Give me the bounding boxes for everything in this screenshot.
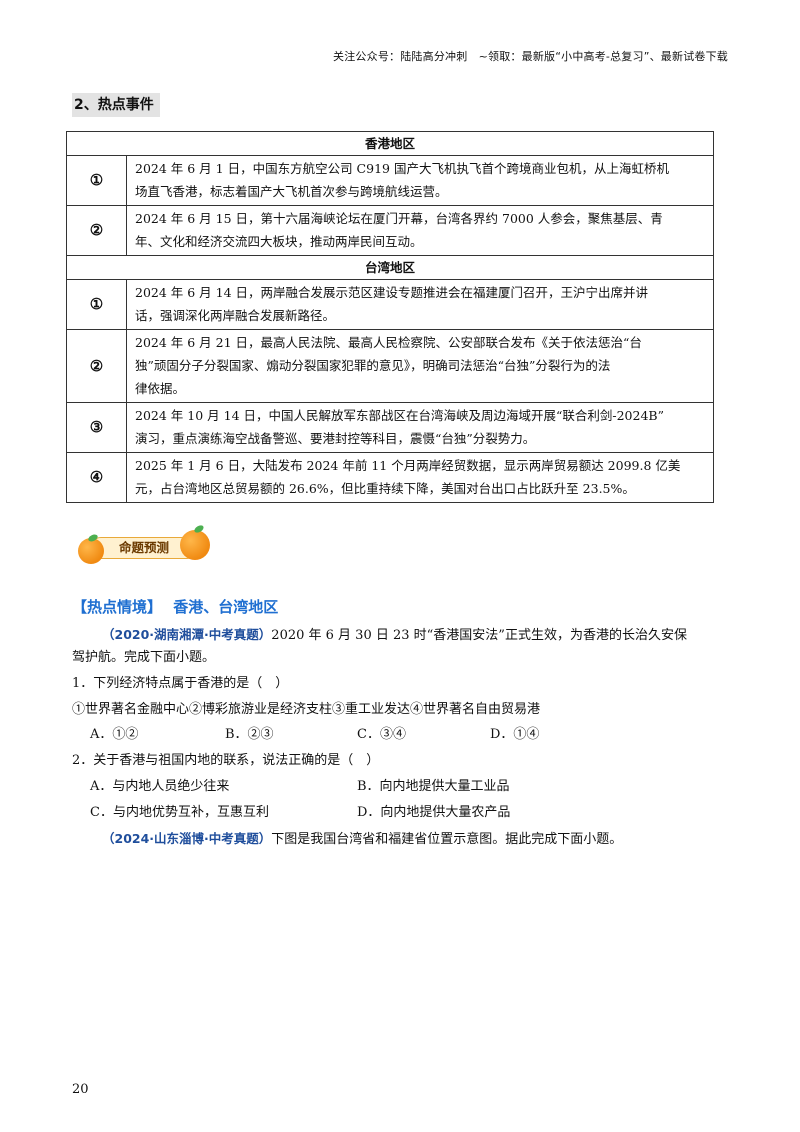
event-text: 2025 年 1 月 6 日，大陆发布 2024 年前 11 个月两岸经贸数据，… xyxy=(126,452,714,503)
event-number: ② xyxy=(66,329,127,403)
event-line: 年、文化和经济交流四大板块，推动两岸民间互动。 xyxy=(135,234,423,249)
hotspot-title: 【热点情境】 香港、台湾地区 xyxy=(72,596,278,617)
q1-option-a[interactable]: A．①② xyxy=(90,727,139,742)
event-text: 2024 年 10 月 14 日，中国人民解放军东部战区在台湾海峡及周边海域开展… xyxy=(126,402,714,453)
event-line: 2024 年 10 月 14 日，中国人民解放军东部战区在台湾海峡及周边海域开展… xyxy=(135,408,664,423)
question-intro-cont: 驾护航。完成下面小题。 xyxy=(72,650,216,665)
event-line: 律依据。 xyxy=(135,381,186,396)
event-text: 2024 年 6 月 14 日，两岸融合发展示范区建设专题推进会在福建厦门召开，… xyxy=(126,279,714,330)
section-title: 2、热点事件 xyxy=(72,93,160,117)
hotspot-bracket-title: 【热点情境】 xyxy=(72,598,163,616)
question-intro: （2020·湖南湘潭·中考真题）2020 年 6 月 30 日 23 时“香港国… xyxy=(72,625,732,646)
orange-icon xyxy=(180,530,210,560)
event-line: 2024 年 6 月 15 日，第十六届海峡论坛在厦门开幕，台湾各界约 7000… xyxy=(135,211,663,226)
question-2-stem: 2．关于香港与祖国内地的联系，说法正确的是（ ） xyxy=(72,753,380,768)
q1-option-d[interactable]: D．①④ xyxy=(490,727,540,742)
table-row: ④ 2025 年 1 月 6 日，大陆发布 2024 年前 11 个月两岸经贸数… xyxy=(66,452,714,503)
q2-option-c[interactable]: C．与内地优势互补，互惠互利 xyxy=(90,805,269,820)
event-text: 2024 年 6 月 21 日，最高人民法院、最高人民检察院、公安部联合发布《关… xyxy=(126,329,714,403)
event-text: 2024 年 6 月 15 日，第十六届海峡论坛在厦门开幕，台湾各界约 7000… xyxy=(126,205,714,256)
badge-label: 命题预测 xyxy=(118,540,169,555)
event-line: 2025 年 1 月 6 日，大陆发布 2024 年前 11 个月两岸经贸数据，… xyxy=(135,458,681,473)
question-1-statement: ①世界著名金融中心②博彩旅游业是经济支柱③重工业发达④世界著名自由贸易港 xyxy=(72,702,541,717)
event-line: 2024 年 6 月 21 日，最高人民法院、最高人民检察院、公安部联合发布《关… xyxy=(135,335,642,350)
orange-icon xyxy=(78,538,104,564)
event-number: ③ xyxy=(66,402,127,453)
region-header-hk: 香港地区 xyxy=(66,131,714,156)
table-row: ① 2024 年 6 月 1 日，中国东方航空公司 C919 国产大飞机执飞首个… xyxy=(66,155,714,206)
q1-option-b[interactable]: B．②③ xyxy=(225,727,274,742)
hotspot-topic: 香港、台湾地区 xyxy=(173,598,279,616)
event-line: 2024 年 6 月 1 日，中国东方航空公司 C919 国产大飞机执飞首个跨境… xyxy=(135,161,669,176)
hot-events-table: 香港地区 ① 2024 年 6 月 1 日，中国东方航空公司 C919 国产大飞… xyxy=(66,131,714,503)
question-source: （2020·湖南湘潭·中考真题） xyxy=(102,627,272,642)
event-line: 独”顽固分子分裂国家、煽动分裂国家犯罪的意见》，明确司法惩治“台独”分裂行为的法 xyxy=(135,358,611,373)
question-1-stem: 1．下列经济特点属于香港的是（ ） xyxy=(72,676,289,691)
question-intro-text: 2020 年 6 月 30 日 23 时“香港国安法”正式生效，为香港的长治久安… xyxy=(271,628,687,643)
q1-option-c[interactable]: C．③④ xyxy=(357,727,406,742)
table-row: ① 2024 年 6 月 14 日，两岸融合发展示范区建设专题推进会在福建厦门召… xyxy=(66,279,714,330)
event-number: ④ xyxy=(66,452,127,503)
table-row: ② 2024 年 6 月 15 日，第十六届海峡论坛在厦门开幕，台湾各界约 70… xyxy=(66,205,714,256)
question-source-2: （2024·山东淄博·中考真题） xyxy=(102,831,272,846)
q2-option-d[interactable]: D．向内地提供大量农产品 xyxy=(357,805,511,820)
q2-option-a[interactable]: A．与内地人员绝少往来 xyxy=(90,779,230,794)
event-line: 2024 年 6 月 14 日，两岸融合发展示范区建设专题推进会在福建厦门召开，… xyxy=(135,285,649,300)
page-header: 关注公众号：陆陆高分冲刺 ~领取：最新版“小中高考-总复习”、最新试卷下载 xyxy=(333,50,728,63)
event-line: 场直飞香港，标志着国产大飞机首次参与跨境航线运营。 xyxy=(135,184,448,199)
event-text: 2024 年 6 月 1 日，中国东方航空公司 C919 国产大飞机执飞首个跨境… xyxy=(126,155,714,206)
event-line: 话，强调深化两岸融合发展新路径。 xyxy=(135,308,336,323)
table-row: ③ 2024 年 10 月 14 日，中国人民解放军东部战区在台湾海峡及周边海域… xyxy=(66,402,714,453)
page-number: 20 xyxy=(72,1082,89,1097)
question-intro-2-text: 下图是我国台湾省和福建省位置示意图。据此完成下面小题。 xyxy=(271,832,623,847)
event-number: ② xyxy=(66,205,127,256)
event-line: 演习，重点演练海空战备警巡、要港封控等科目，震慑“台独”分裂势力。 xyxy=(135,431,536,446)
event-number: ① xyxy=(66,155,127,206)
q2-option-b[interactable]: B．向内地提供大量工业品 xyxy=(357,779,510,794)
question-intro-2: （2024·山东淄博·中考真题）下图是我国台湾省和福建省位置示意图。据此完成下面… xyxy=(72,829,732,850)
region-header-tw: 台湾地区 xyxy=(66,255,714,280)
table-row: ② 2024 年 6 月 21 日，最高人民法院、最高人民检察院、公安部联合发布… xyxy=(66,329,714,403)
prediction-badge: 命题预测 xyxy=(76,523,210,568)
table-row: 台湾地区 xyxy=(66,255,714,280)
table-row: 香港地区 xyxy=(66,131,714,156)
event-line: 元，占台湾地区总贸易额的 26.6%，但比重持续下降，美国对台出口占比跃升至 2… xyxy=(135,481,635,496)
event-number: ① xyxy=(66,279,127,330)
